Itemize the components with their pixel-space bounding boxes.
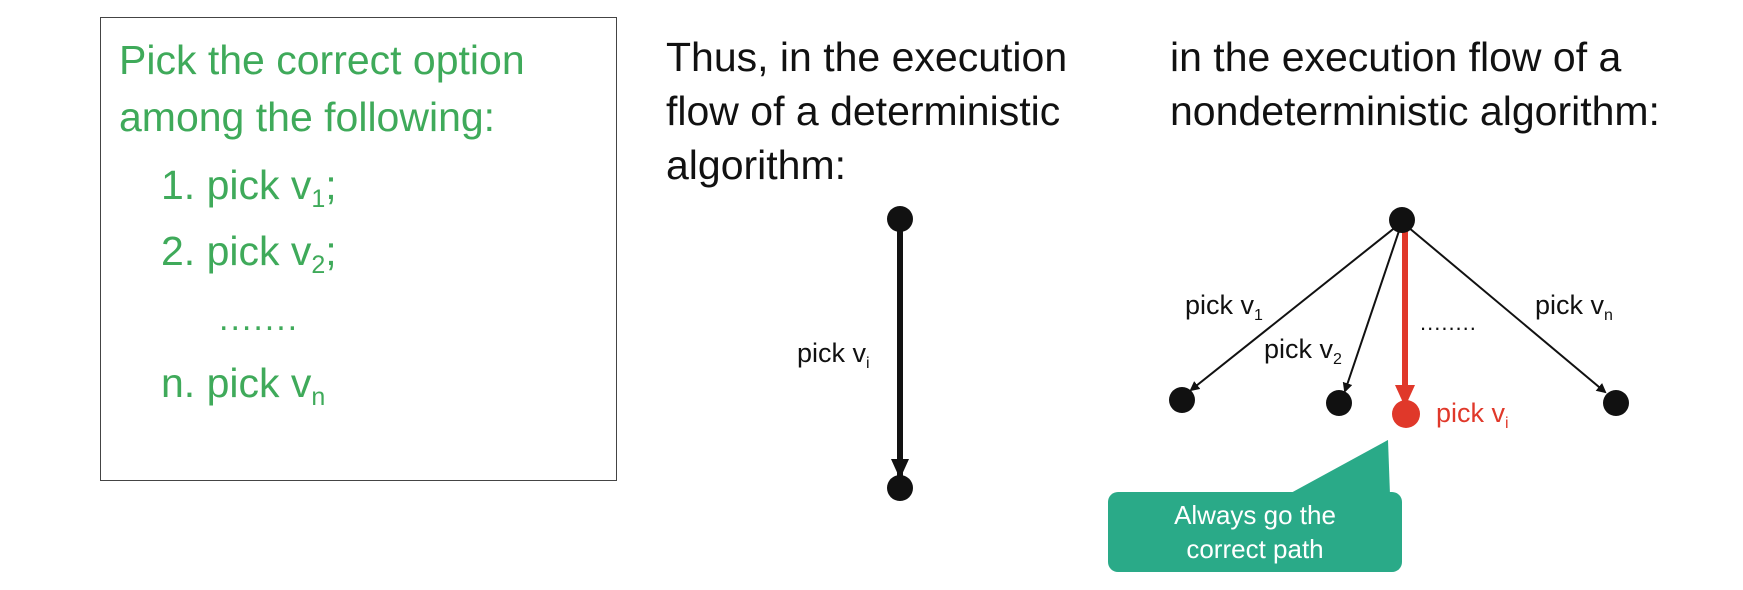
callout-bubble: Always go the correct path	[1108, 492, 1402, 572]
option-box-title: Pick the correct option among the follow…	[119, 37, 525, 140]
option-ellipsis: .......	[219, 300, 300, 338]
det-end-node	[887, 475, 913, 501]
option-item-2: 2. pick v2;	[161, 228, 337, 279]
callout-line-2: correct path	[1186, 534, 1324, 564]
nondet-root-node	[1389, 207, 1415, 233]
det-edge-label: pick vi	[797, 338, 870, 372]
node-v2	[1326, 390, 1352, 416]
deterministic-flow	[887, 206, 913, 501]
highlight-label-vi: pick vi	[1436, 398, 1509, 432]
option-item-1: 1. pick v1;	[161, 162, 337, 213]
nondeterministic-flow	[1169, 207, 1629, 428]
nondeterministic-heading: in the execution flow of a nondeterminis…	[1170, 34, 1660, 134]
node-v1	[1169, 387, 1195, 413]
node-vn	[1603, 390, 1629, 416]
edge-ellipsis: ........	[1420, 310, 1477, 335]
det-start-node	[887, 206, 913, 232]
edge-label-v2: pick v2	[1264, 334, 1342, 368]
option-box: Pick the correct option among the follow…	[100, 17, 617, 481]
option-item-n: n. pick vn	[161, 360, 326, 411]
edge-v1	[1189, 221, 1403, 392]
callout-line-1: Always go the	[1174, 500, 1336, 530]
deterministic-heading: Thus, in the execution flow of a determi…	[666, 34, 1068, 188]
edge-label-v1: pick v1	[1185, 290, 1263, 324]
edge-label-vn: pick vn	[1535, 290, 1613, 324]
edge-v2	[1342, 221, 1403, 393]
edge-vn	[1401, 221, 1607, 394]
node-vi	[1392, 400, 1420, 428]
